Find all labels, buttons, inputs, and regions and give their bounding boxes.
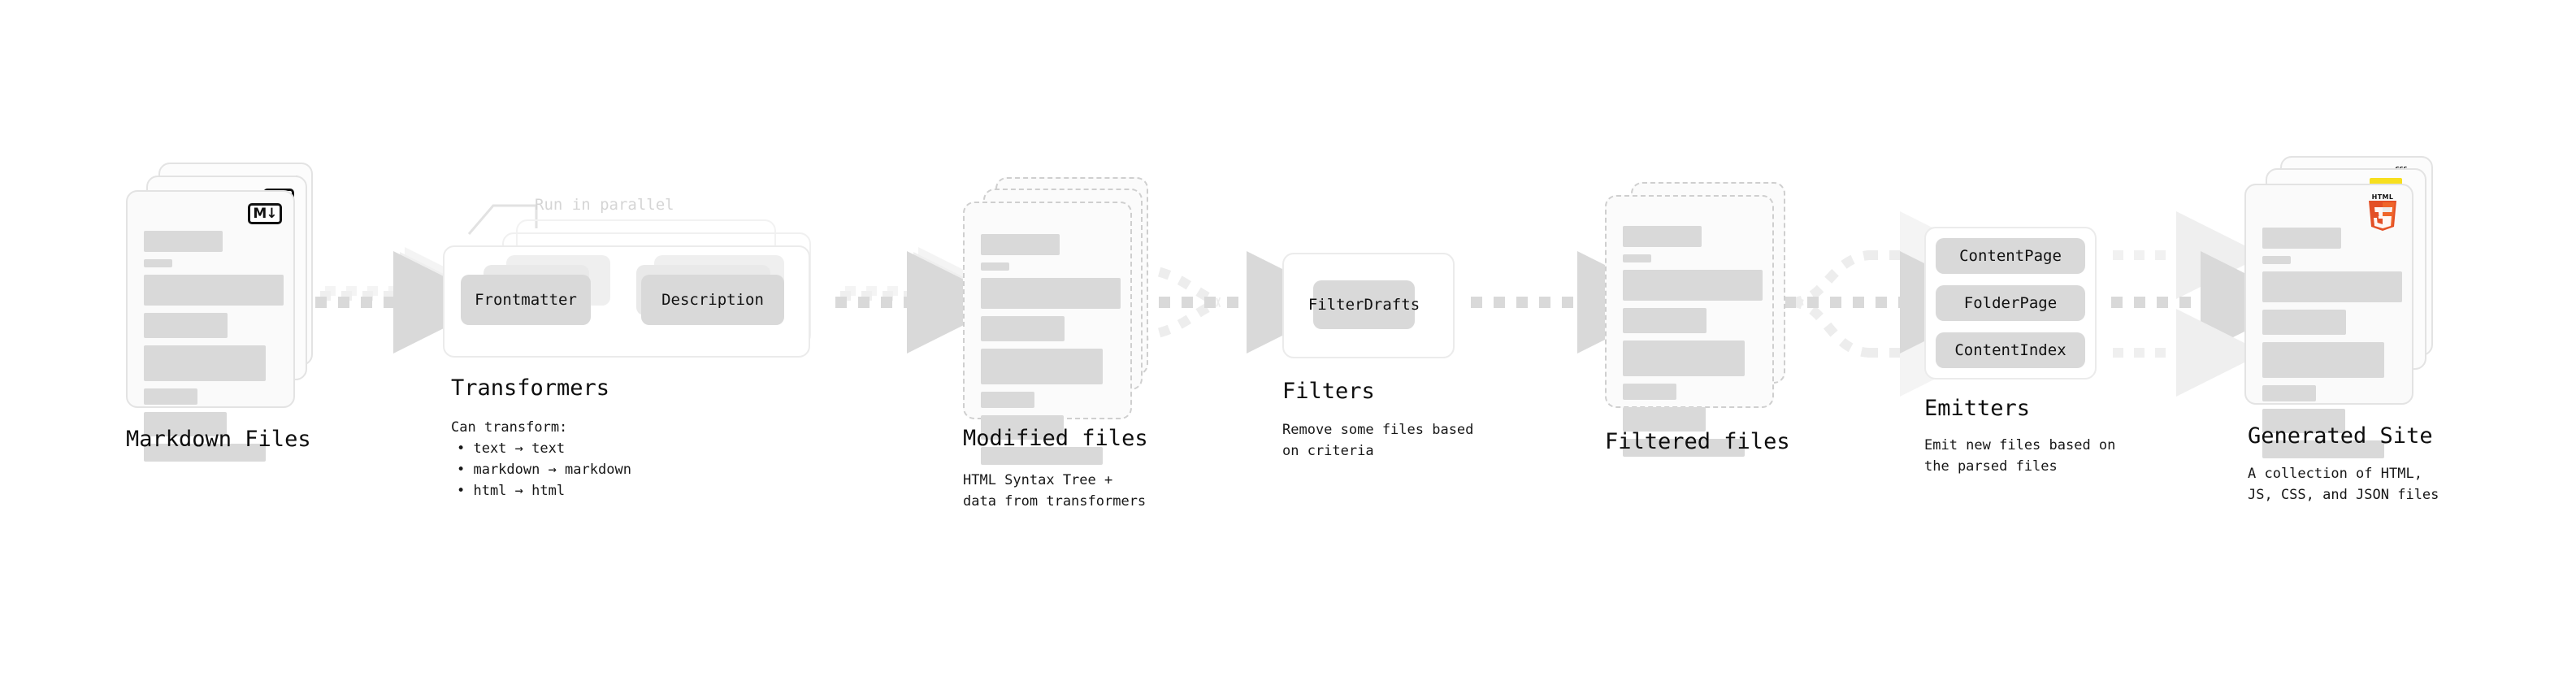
- stage-subtitle-emitters: Emit new files based on the parsed files: [1924, 437, 2116, 475]
- skeleton-line: [2262, 228, 2341, 249]
- skeleton-line: [1623, 384, 1676, 400]
- skeleton-line: [1623, 439, 1745, 457]
- file-skeleton: [981, 234, 1121, 472]
- html5-badge-icon: HTML: [2366, 193, 2399, 231]
- stage-subtitle-filters: Remove some files based on criteria: [1282, 422, 1474, 459]
- file-skeleton: [1623, 226, 1763, 464]
- skeleton-line: [981, 234, 1060, 255]
- skeleton-line: [144, 388, 197, 405]
- stage-title-emitters: Emitters: [1924, 396, 2031, 421]
- skeleton-line: [981, 349, 1103, 384]
- skeleton-line: [144, 275, 284, 306]
- connector-emitters-to-site: [2111, 211, 2303, 397]
- transformer-chip-frontmatter[interactable]: Frontmatter: [461, 275, 591, 325]
- skeleton-line: [144, 231, 223, 252]
- skeleton-line: [981, 262, 1009, 271]
- skeleton-line: [144, 412, 227, 436]
- stage-title-filters: Filters: [1282, 379, 1375, 404]
- run-in-parallel-note: Run in parallel: [535, 196, 674, 214]
- skeleton-line: [144, 444, 266, 462]
- skeleton-line: [144, 345, 266, 381]
- transformer-chip-frontmatter-label: Frontmatter: [475, 291, 577, 309]
- stage-subtitle-transformers: Can transform:: [451, 419, 568, 436]
- file-skeleton: [144, 231, 284, 469]
- skeleton-line: [981, 447, 1103, 465]
- connector-md-to-transformers: [315, 247, 496, 354]
- stage-title-markdown-files: Markdown Files: [126, 427, 311, 452]
- transformer-chip-description-label: Description: [661, 291, 764, 309]
- skeleton-line: [2262, 310, 2346, 335]
- stage-title-modified-files: Modified files: [963, 426, 1148, 451]
- skeleton-line: [144, 259, 172, 267]
- transformers-bullet-list: • text → text • markdown → markdown • ht…: [457, 438, 631, 501]
- stage-subtitle-generated-site: A collection of HTML, JS, CSS, and JSON …: [2248, 466, 2439, 503]
- stage-title-generated-site: Generated Site: [2248, 423, 2433, 449]
- skeleton-line: [144, 313, 228, 338]
- filters-chip-filterdrafts-label: FilterDrafts: [1308, 296, 1420, 314]
- skeleton-line: [1623, 308, 1706, 333]
- html5-badge-label: HTML: [2371, 193, 2394, 201]
- generated-file-sheet-front[interactable]: HTML: [2244, 184, 2413, 458]
- emitters-chip-folderpage[interactable]: FolderPage: [1936, 285, 2085, 321]
- markdown-badge-icon: M↓: [248, 203, 282, 224]
- skeleton-line: [1623, 226, 1702, 247]
- transformer-chip-description[interactable]: Description: [641, 275, 784, 325]
- transformers-bullet-item: • markdown → markdown: [457, 462, 631, 478]
- skeleton-line: [2262, 409, 2345, 433]
- skeleton-line: [2262, 342, 2384, 378]
- skeleton-line: [2262, 256, 2291, 264]
- markdown-badge-label: M↓: [248, 203, 282, 224]
- emitters-chip-contentpage[interactable]: ContentPage: [1936, 238, 2085, 274]
- filters-chip-filterdrafts[interactable]: FilterDrafts: [1308, 280, 1420, 329]
- filtered-file-sheet-front[interactable]: [1605, 195, 1774, 457]
- emitters-chip-contentindex-label: ContentIndex: [1954, 341, 2066, 359]
- stage-title-transformers: Transformers: [451, 375, 610, 401]
- stage-title-filtered-files: Filtered files: [1605, 429, 1790, 454]
- skeleton-line: [981, 316, 1065, 341]
- skeleton-line: [2262, 440, 2384, 458]
- skeleton-line: [1623, 270, 1763, 301]
- connector-transformers-to-modified: [835, 247, 1009, 354]
- emitters-chip-contentpage-label: ContentPage: [1959, 247, 2062, 265]
- transformers-bullet-item: • html → html: [457, 483, 566, 499]
- skeleton-line: [981, 392, 1034, 408]
- skeleton-line: [1623, 254, 1651, 262]
- markdown-file-sheet-front[interactable]: M↓: [126, 190, 295, 462]
- emitters-chip-folderpage-label: FolderPage: [1963, 294, 2058, 312]
- skeleton-line: [1623, 340, 1745, 376]
- skeleton-line: [1623, 407, 1706, 432]
- stage-subtitle-modified-files: HTML Syntax Tree + data from transformer…: [963, 472, 1147, 510]
- html5-shield-icon: [2369, 201, 2396, 231]
- connector-modified-to-filters: [1136, 251, 1349, 354]
- skeleton-line: [2262, 385, 2316, 401]
- file-skeleton: [2262, 228, 2402, 466]
- connector-filtered-to-emitters: [1785, 211, 2002, 397]
- transformers-bullet-item: • text → text: [457, 440, 566, 457]
- skeleton-line: [981, 415, 1064, 440]
- skeleton-line: [2262, 271, 2402, 302]
- skeleton-line: [981, 278, 1121, 309]
- modified-file-sheet-front[interactable]: [963, 202, 1132, 465]
- emitters-chip-contentindex[interactable]: ContentIndex: [1936, 332, 2085, 368]
